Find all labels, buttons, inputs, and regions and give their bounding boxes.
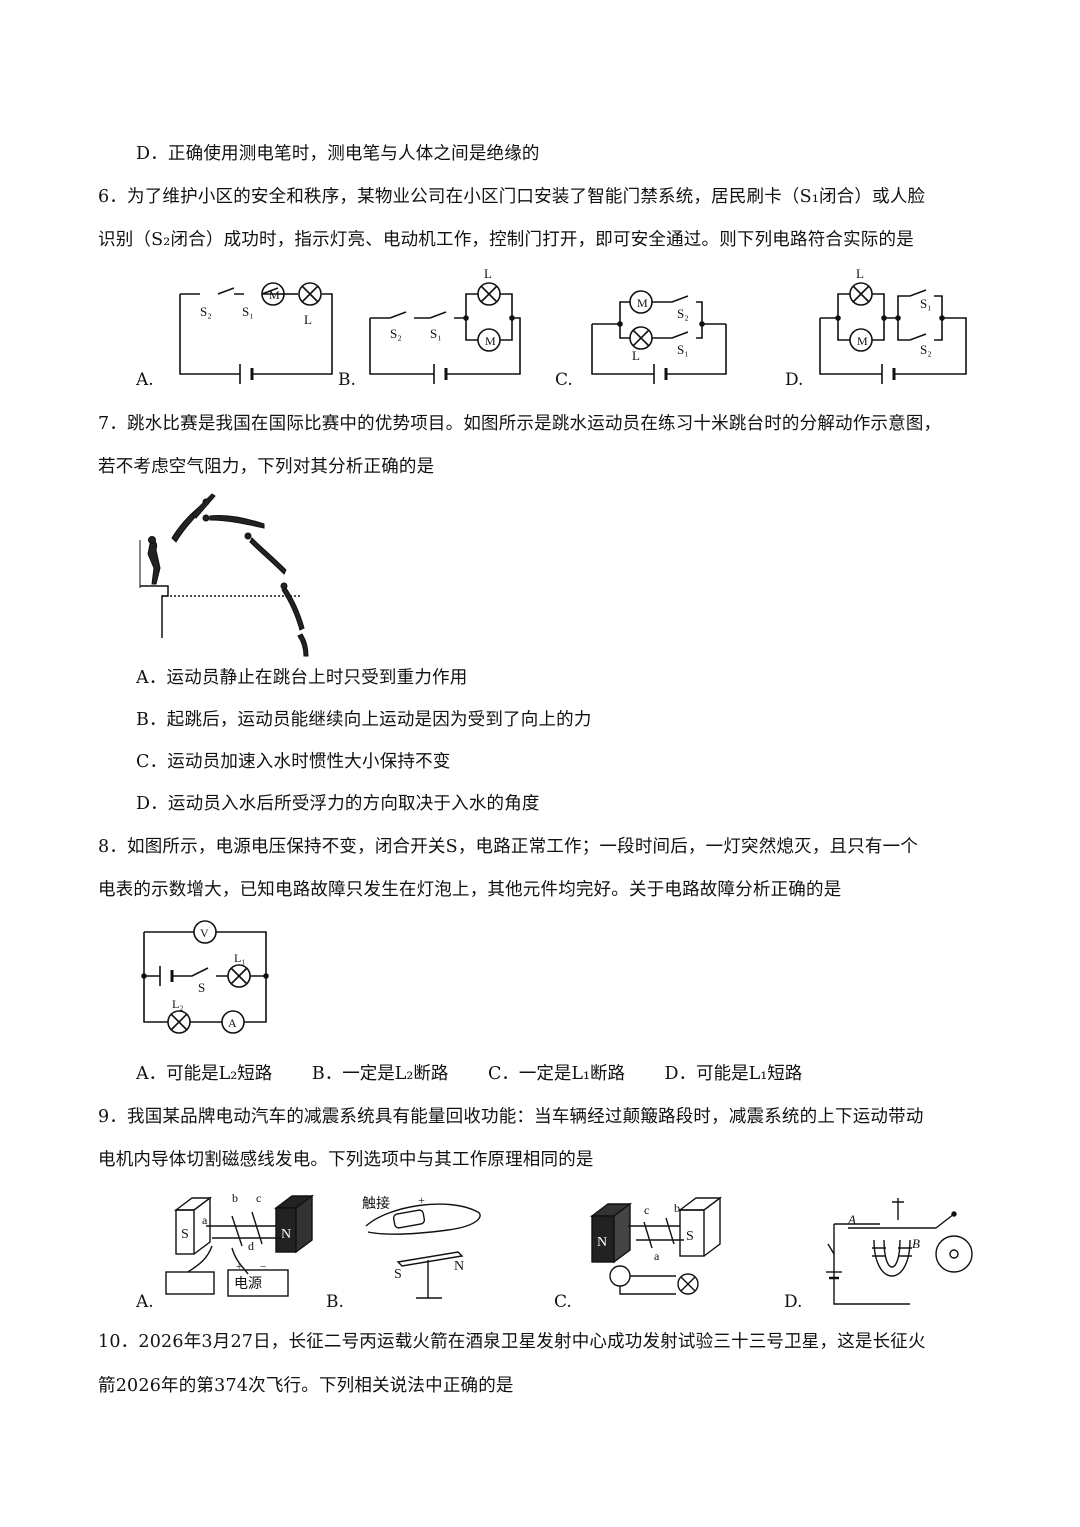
svg-text:L: L — [304, 312, 312, 327]
q7-diver-figure — [136, 488, 326, 658]
q6-stem-line2: 识别（S₂闭合）成功时，指示灯亮、电动机工作，控制门打开，即可安全通过。则下列电… — [98, 230, 914, 250]
svg-text:L: L — [632, 348, 640, 363]
q7-option-b: B．起跳后，运动员能继续向上运动是因为受到了向上的力 — [136, 710, 592, 730]
svg-text:S₁: S₁ — [677, 342, 689, 357]
svg-text:N: N — [454, 1259, 464, 1274]
svg-text:M: M — [857, 334, 868, 348]
q8-option-c: C．一定是L₁断路 — [487, 1064, 625, 1084]
q7-option-c: C．运动员加速入水时惯性大小保持不变 — [136, 752, 451, 772]
q8-option-a: A．可能是L₂短路 — [136, 1064, 273, 1084]
svg-text:触接: 触接 — [362, 1195, 390, 1212]
q7-stem-line1: 7．跳水比赛是我国在国际比赛中的优势项目。如图所示是跳水运动员在练习十米跳台时的… — [98, 414, 942, 434]
svg-text:a: a — [202, 1213, 208, 1227]
q6-circuit-c: M S₂ S₁ L — [591, 290, 727, 384]
svg-text:S₁: S₁ — [242, 304, 254, 319]
q5-option-d: D．正确使用测电笔时，测电笔与人体之间是绝缘的 — [136, 144, 540, 164]
q10-stem-line2: 箭2026年的第374次飞行。下列相关说法中正确的是 — [98, 1376, 514, 1396]
q9-figure-d: A B — [826, 1198, 973, 1305]
motor-label: M — [269, 288, 280, 302]
q8-circuit-figure: V A S L₁ L₂ — [136, 916, 276, 1034]
q6-option-a-label: A. — [136, 370, 154, 390]
q9-figures: S N b c a d 电源 + − 触接 + S N — [136, 1186, 996, 1314]
q6-circuit-d: M L S₁ S₂ — [819, 266, 967, 384]
q6-option-b-label: B. — [338, 370, 356, 390]
svg-text:S₂: S₂ — [200, 304, 212, 319]
q6-option-d-label: D. — [785, 370, 804, 390]
q9-stem-line1: 9．我国某品牌电动汽车的减震系统具有能量回收功能：当车辆经过颠簸路段时，减震系统… — [98, 1107, 924, 1127]
svg-text:S: S — [181, 1227, 189, 1242]
switch-label: S — [198, 980, 205, 995]
svg-text:S: S — [394, 1267, 402, 1282]
svg-text:A: A — [847, 1212, 856, 1227]
svg-text:c: c — [256, 1191, 261, 1205]
q9-stem-line2: 电机内导体切割磁感线发电。下列选项中与其工作原理相同的是 — [98, 1150, 594, 1170]
svg-text:+: + — [236, 1261, 242, 1273]
svg-text:M: M — [485, 334, 496, 348]
svg-text:L: L — [856, 266, 864, 281]
q9-option-c-label: C. — [554, 1292, 572, 1312]
svg-text:S₂: S₂ — [920, 342, 932, 357]
svg-text:S: S — [686, 1229, 694, 1244]
q9-option-d-label: D. — [784, 1292, 803, 1312]
q9-option-a-label: A. — [136, 1292, 154, 1312]
lamp2-label: L₂ — [172, 997, 184, 1011]
svg-text:L: L — [484, 266, 492, 281]
q8-stem-line2: 电表的示数增大，已知电路故障只发生在灯泡上，其他元件均完好。关于电路故障分析正确… — [98, 880, 842, 900]
q7-option-a: A．运动员静止在跳台上时只受到重力作用 — [136, 668, 468, 688]
svg-text:N: N — [281, 1227, 291, 1242]
svg-text:S₁: S₁ — [920, 296, 932, 311]
q6-stem-line1: 6．为了维护小区的安全和秩序，某物业公司在小区门口安装了智能门禁系统，居民刷卡（… — [98, 187, 926, 207]
ammeter-label: A — [228, 1016, 237, 1030]
q6-circuit-a: M S₂ S₁ L — [179, 282, 333, 384]
lamp1-label: L₁ — [234, 951, 246, 965]
q7-stem-line2: 若不考虑空气阻力，下列对其分析正确的是 — [98, 457, 435, 477]
q9-figure-c: N S c b a — [589, 1196, 723, 1295]
q9-figure-b: 触接 + S N — [362, 1193, 481, 1299]
voltmeter-label: V — [200, 926, 209, 940]
svg-text:d: d — [248, 1239, 254, 1253]
q9-figure-a: S N b c a d 电源 + − — [165, 1191, 315, 1297]
svg-text:S₂: S₂ — [677, 306, 689, 321]
q9-option-b-label: B. — [326, 1292, 344, 1312]
q6-circuit-b: M L S₂ S₁ — [369, 266, 521, 384]
svg-text:M: M — [637, 296, 648, 310]
q6-option-c-label: C. — [555, 370, 573, 390]
q7-option-d: D．运动员入水后所受浮力的方向取决于入水的角度 — [136, 794, 540, 814]
svg-text:c: c — [644, 1203, 649, 1217]
svg-text:B: B — [912, 1236, 920, 1251]
svg-text:−: − — [260, 1261, 266, 1273]
svg-text:+: + — [418, 1193, 425, 1207]
q8-options: A．可能是L₂短路 B．一定是L₂断路 C．一定是L₁断路 D．可能是L₁短路 — [136, 1060, 836, 1085]
svg-text:S₁: S₁ — [430, 326, 442, 341]
q8-option-d: D．可能是L₁短路 — [664, 1064, 803, 1084]
svg-text:N: N — [597, 1235, 607, 1250]
svg-text:S₂: S₂ — [390, 326, 402, 341]
svg-text:电源: 电源 — [234, 1276, 262, 1292]
svg-text:b: b — [232, 1191, 238, 1205]
q8-stem-line1: 8．如图所示，电源电压保持不变，闭合开关S，电路正常工作；一段时间后，一灯突然熄… — [98, 837, 919, 857]
svg-text:a: a — [654, 1249, 660, 1263]
q6-circuit-figures: M S₂ S₁ L M L S₂ S₁ — [136, 262, 996, 392]
q8-option-b: B．一定是L₂断路 — [311, 1064, 449, 1084]
svg-text:b: b — [674, 1201, 680, 1215]
q10-stem-line1: 10．2026年3月27日，长征二号丙运载火箭在酒泉卫星发射中心成功发射试验三十… — [98, 1332, 926, 1352]
